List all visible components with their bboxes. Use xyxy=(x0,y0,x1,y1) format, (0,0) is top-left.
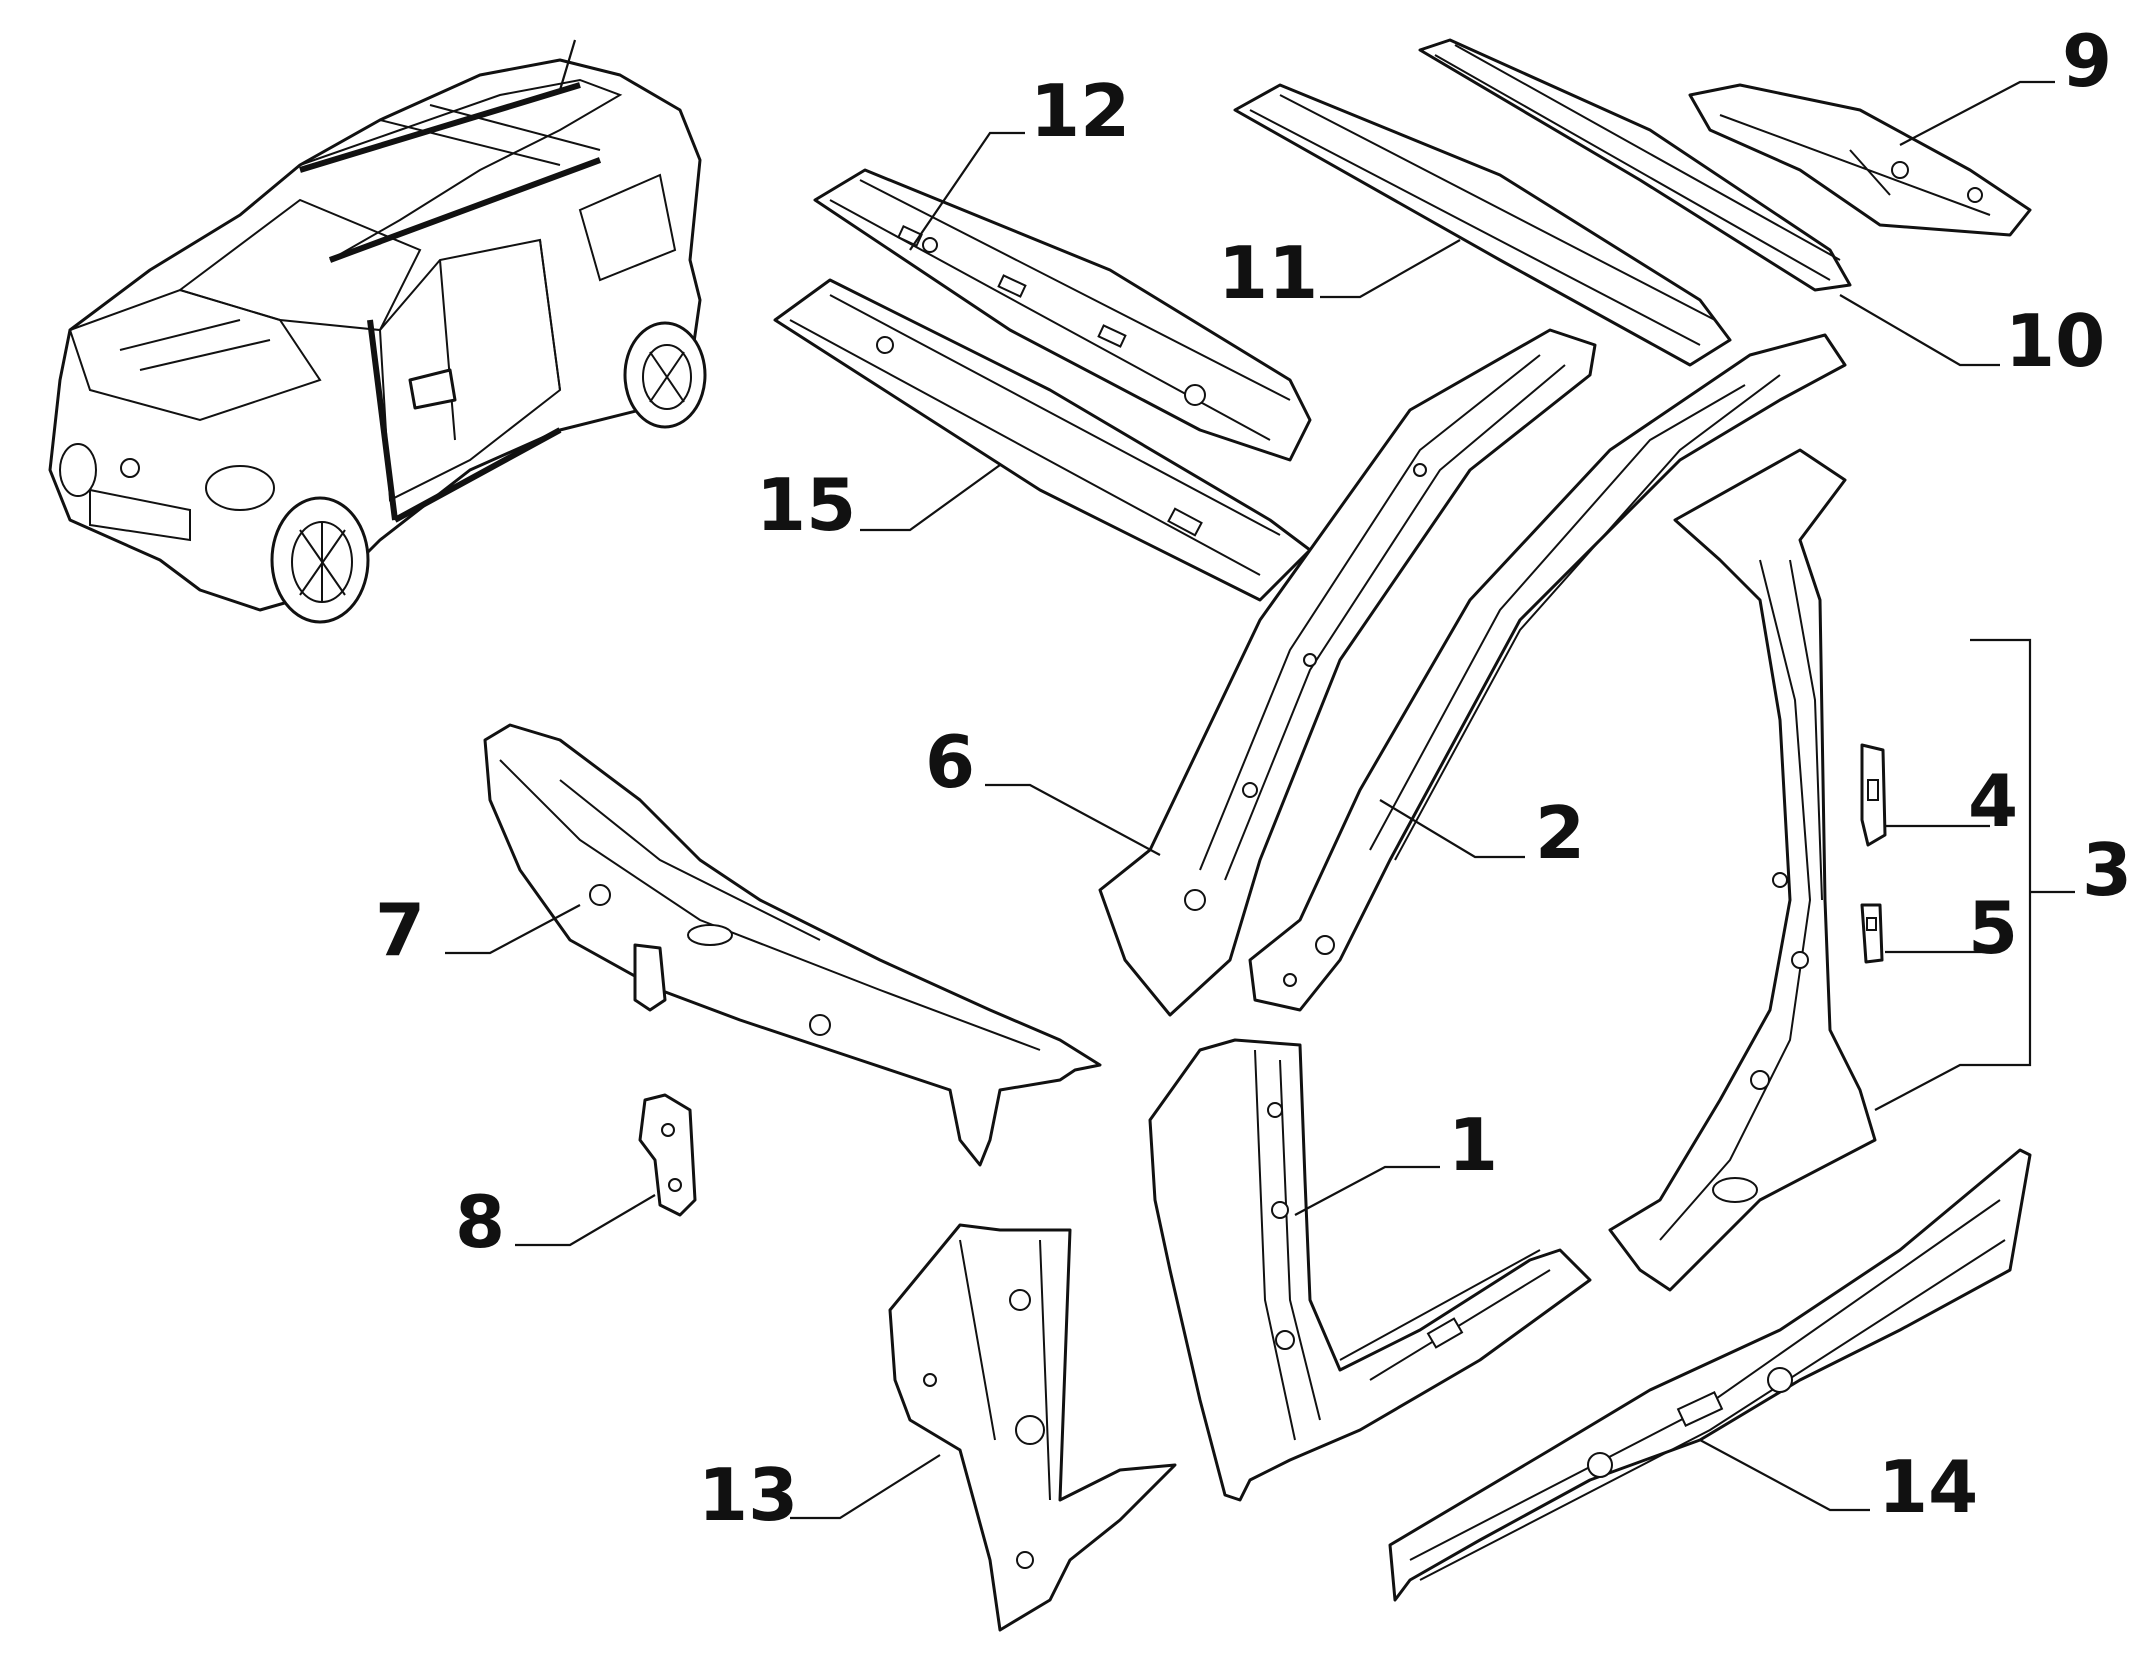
leader-6 xyxy=(985,783,1161,856)
part-11-roof-rail xyxy=(1233,83,1732,367)
leader-15 xyxy=(860,464,1001,532)
leader-14 xyxy=(1699,1439,1870,1512)
callout-12: 12 xyxy=(1030,69,1130,153)
leader-1 xyxy=(1294,1165,1440,1216)
part-2-a-pillar-inner xyxy=(1248,333,1847,1012)
callout-8: 8 xyxy=(455,1180,505,1264)
leader-11 xyxy=(1320,239,1461,299)
callout-4: 4 xyxy=(1968,759,2018,843)
leader-9 xyxy=(1899,80,2055,146)
part-9-rear-bracket xyxy=(1688,83,2032,237)
part-15-roof-crossmember xyxy=(773,278,1312,602)
callout-1: 1 xyxy=(1448,1103,1498,1187)
callout-5: 5 xyxy=(1968,886,2018,970)
callout-13: 13 xyxy=(698,1453,798,1537)
part-5-reinforcement-plate xyxy=(1860,903,1884,964)
callout-labels: 12 15 11 10 9 6 2 4 5 3 7 8 1 13 14 xyxy=(375,19,2132,1537)
callout-7: 7 xyxy=(375,888,425,972)
leader-2 xyxy=(1379,799,1525,859)
part-4-reinforcement-plate xyxy=(1860,743,1887,847)
leader-10 xyxy=(1839,294,2000,367)
callout-2: 2 xyxy=(1535,791,1585,875)
part-8-bracket xyxy=(638,1093,697,1217)
part-7-dashboard-crossmember xyxy=(483,723,1102,1167)
callout-10: 10 xyxy=(2005,299,2105,383)
leader-12 xyxy=(909,131,1025,251)
callout-14: 14 xyxy=(1878,1445,1978,1529)
part-10-roof-rail xyxy=(1418,38,1852,292)
leader-7 xyxy=(445,904,581,955)
callout-6: 6 xyxy=(925,720,975,804)
part-1-pillar-lower xyxy=(1148,1038,1592,1502)
leader-3-bracket xyxy=(1874,638,2075,1111)
part-6-a-pillar xyxy=(1098,328,1597,1017)
callout-15: 15 xyxy=(756,463,856,547)
leader-lines xyxy=(445,80,2075,1520)
leader-8 xyxy=(515,1194,656,1247)
callout-3: 3 xyxy=(2082,828,2132,912)
leader-13 xyxy=(790,1454,941,1520)
callout-9: 9 xyxy=(2062,19,2112,103)
part-14-sill-rail xyxy=(1388,1148,2032,1602)
callout-11: 11 xyxy=(1218,231,1318,315)
part-12-roof-crossmember xyxy=(813,168,1312,462)
car-overview-illustration xyxy=(48,39,707,624)
part-13-rear-pillar-lower xyxy=(888,1223,1177,1632)
part-3-b-pillar xyxy=(1608,448,1877,1292)
